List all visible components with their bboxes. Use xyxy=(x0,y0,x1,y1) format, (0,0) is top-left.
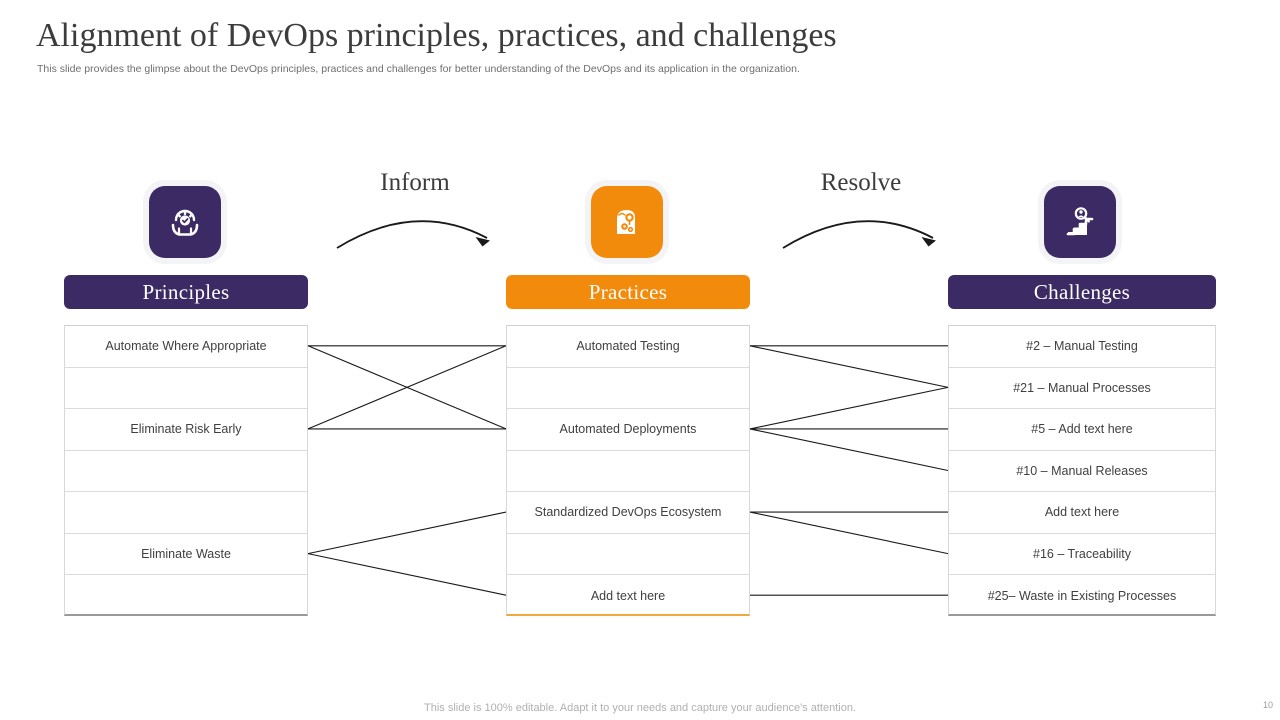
flow-inform-label: Inform xyxy=(380,169,450,196)
table-row[interactable]: Automated Testing xyxy=(507,326,749,368)
curved-arrow-right-icon xyxy=(776,198,946,254)
table-row[interactable]: Eliminate Risk Early xyxy=(65,409,307,451)
column-header-challenges: Challenges xyxy=(948,275,1216,309)
table-row[interactable]: #10 – Manual Releases xyxy=(949,451,1215,492)
table-row[interactable] xyxy=(507,451,749,492)
page-subtitle: This slide provides the glimpse about th… xyxy=(37,63,800,75)
table-challenges: #2 – Manual Testing #21 – Manual Process… xyxy=(948,325,1216,616)
table-row[interactable]: Automated Deployments xyxy=(507,409,749,451)
table-row[interactable]: #16 – Traceability xyxy=(949,534,1215,575)
head-lightbulb-gears-icon xyxy=(607,202,647,242)
table-row[interactable] xyxy=(65,451,307,492)
challenges-icon-tile xyxy=(1044,186,1116,258)
flow-resolve-label: Resolve xyxy=(820,169,902,196)
table-row[interactable]: #21 – Manual Processes xyxy=(949,368,1215,409)
table-row[interactable]: Add text here xyxy=(590,588,666,603)
flow-inform: Inform xyxy=(330,168,500,258)
table-row[interactable] xyxy=(65,368,307,409)
flow-resolve: Resolve xyxy=(776,168,946,258)
principles-icon-tile xyxy=(149,186,221,258)
page-number: 10 xyxy=(1262,700,1273,710)
table-row[interactable]: Automate Where Appropriate xyxy=(65,326,307,368)
table-principles: Automate Where Appropriate Eliminate Ris… xyxy=(64,325,308,616)
column-header-principles: Principles xyxy=(64,275,308,309)
table-row[interactable]: #25– Waste in Existing Processes xyxy=(987,588,1177,603)
practices-icon-tile xyxy=(591,186,663,258)
curved-arrow-right-icon xyxy=(330,198,500,254)
table-row[interactable]: #2 – Manual Testing xyxy=(949,326,1215,368)
column-header-practices: Practices xyxy=(506,275,750,309)
hands-holding-gauge-icon xyxy=(165,202,205,242)
footer-note: This slide is 100% editable. Adapt it to… xyxy=(424,702,856,714)
table-row[interactable] xyxy=(507,368,749,409)
table-row[interactable]: Add text here xyxy=(949,492,1215,534)
page-title: Alignment of DevOps principles, practice… xyxy=(36,17,837,54)
table-row[interactable]: Standardized DevOps Ecosystem xyxy=(507,492,749,534)
table-row[interactable]: #5 – Add text here xyxy=(949,409,1215,451)
table-row[interactable] xyxy=(65,575,307,617)
table-practices: Automated Testing Automated Deployments … xyxy=(506,325,750,616)
table-row[interactable] xyxy=(65,492,307,534)
table-row[interactable] xyxy=(507,534,749,575)
stairs-magnifier-icon xyxy=(1060,202,1100,242)
table-row[interactable]: Eliminate Waste xyxy=(65,534,307,575)
